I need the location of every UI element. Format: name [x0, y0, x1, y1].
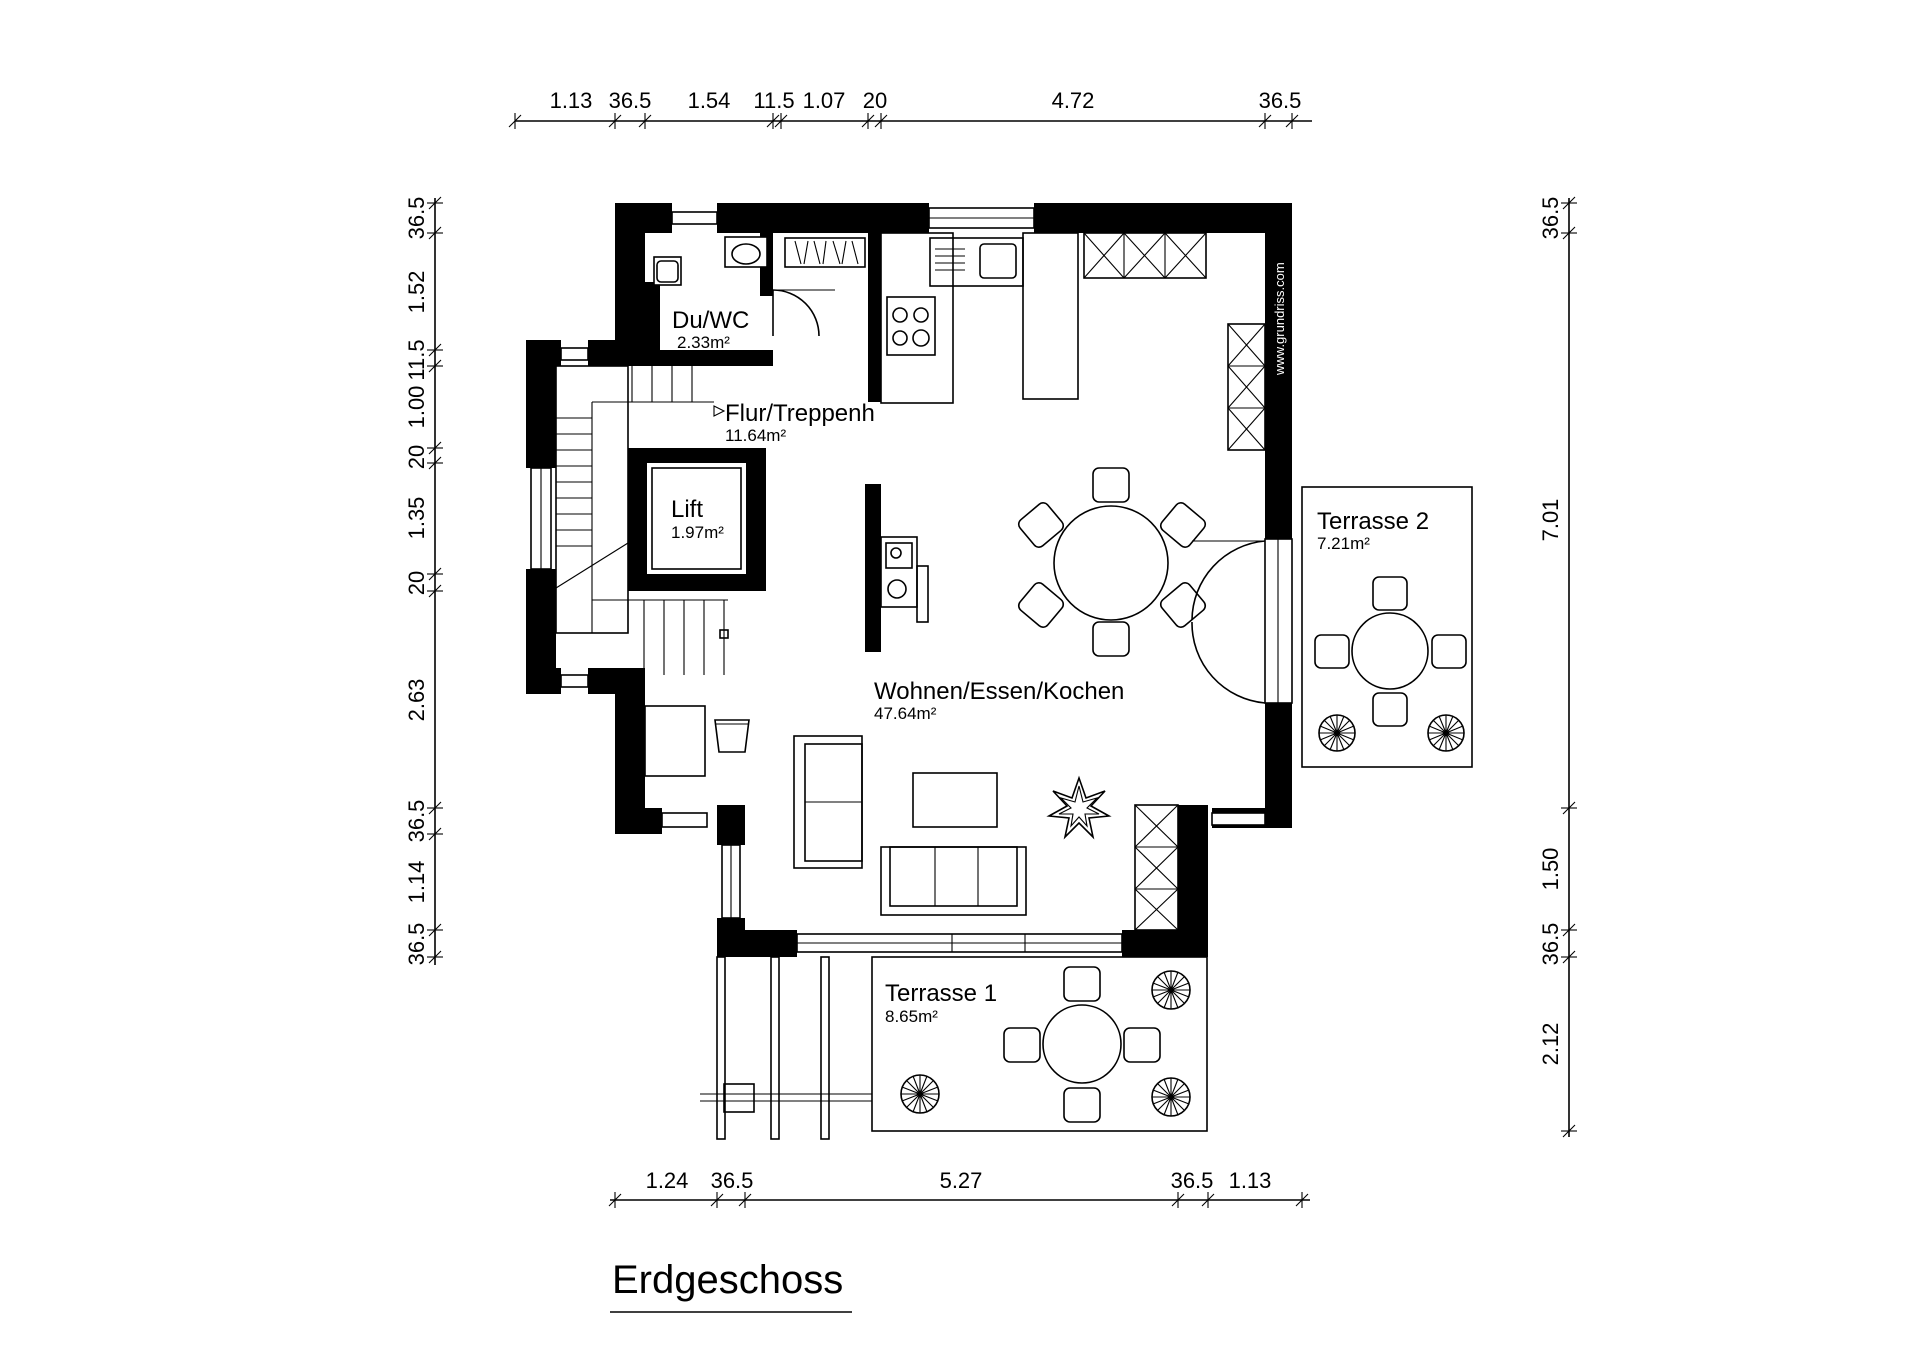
dim-left-5: 1.35	[404, 497, 429, 540]
wardrobe	[784, 237, 866, 268]
room-area-lift: 1.97m²	[671, 523, 724, 542]
dim-bottom-3: 36.5	[1171, 1168, 1214, 1193]
dimension-bottom: 1.24 36.5 5.27 36.5 1.13	[608, 1168, 1310, 1208]
dim-left-7: 2.63	[404, 679, 429, 722]
terrace-2-door	[1191, 540, 1266, 704]
room-name-terrasse1: Terrasse 1	[885, 980, 997, 1007]
dimension-top: 1.13 36.5 1.54 11.5 1.07 20 4.72 36.5	[508, 88, 1312, 129]
plan-title: Erdgeschoss	[612, 1258, 843, 1302]
room-area-terrasse2: 7.21m²	[1317, 534, 1370, 553]
room-labels: Du/WC 2.33m² Flur/Treppenh 11.64m² Lift …	[671, 307, 1429, 1026]
dimension-left: 36.5 1.52 11.5 1.00 20 1.35 20 2.63 36.5…	[404, 197, 443, 966]
dim-top-4: 1.07	[803, 88, 846, 113]
dim-top-7: 36.5	[1259, 88, 1302, 113]
dim-left-6: 20	[404, 571, 429, 595]
dim-left-10: 36.5	[404, 923, 429, 966]
room-name-lift: Lift	[671, 496, 703, 523]
bathroom-fixtures	[653, 236, 835, 337]
living-furniture	[644, 536, 1179, 931]
dim-left-0: 36.5	[404, 197, 429, 240]
room-name-wohnen: Wohnen/Essen/Kochen	[874, 678, 1124, 705]
dim-right-0: 36.5	[1538, 197, 1563, 240]
room-area-flur: 11.64m²	[725, 426, 786, 445]
dim-left-4: 20	[404, 445, 429, 469]
dim-bottom-2: 5.27	[940, 1168, 983, 1193]
dim-left-8: 36.5	[404, 800, 429, 843]
dim-top-6: 4.72	[1052, 88, 1095, 113]
windows	[530, 207, 1293, 953]
dining-set	[1017, 467, 1207, 657]
plant-icon	[1427, 714, 1465, 752]
dim-right-2: 1.50	[1538, 848, 1563, 891]
room-area-duwc: 2.33m²	[677, 333, 730, 352]
room-name-duwc: Du/WC	[672, 307, 749, 334]
dim-bottom-0: 1.24	[646, 1168, 689, 1193]
dim-left-3: 1.00	[404, 386, 429, 429]
plant-icon	[1151, 1077, 1191, 1117]
dim-right-1: 7.01	[1538, 499, 1563, 542]
dim-right-4: 2.12	[1538, 1023, 1563, 1066]
plant-icon	[900, 1074, 940, 1114]
plant-icon	[1046, 775, 1112, 840]
room-name-flur: Flur/Treppenh	[725, 400, 875, 427]
dim-top-5: 20	[863, 88, 887, 113]
dim-right-3: 36.5	[1538, 923, 1563, 966]
terrace-1-furniture	[900, 966, 1191, 1123]
room-area-wohnen: 47.64m²	[874, 704, 937, 723]
watermark: www.grundriss.com	[1272, 262, 1287, 376]
dim-left-1: 1.52	[404, 271, 429, 314]
staircase	[555, 365, 729, 675]
dim-left-9: 1.14	[404, 861, 429, 904]
dim-top-0: 1.13	[550, 88, 593, 113]
dim-bottom-4: 1.13	[1229, 1168, 1272, 1193]
pergola	[700, 956, 872, 1140]
dim-top-3: 11.5	[753, 88, 794, 113]
kitchen	[880, 232, 1266, 451]
dim-top-1: 36.5	[609, 88, 652, 113]
dimension-right: 36.5 7.01 1.50 36.5 2.12	[1538, 197, 1577, 1138]
walls	[526, 203, 1292, 957]
terrasse-2-area	[1301, 486, 1473, 768]
terrace-2-furniture	[1314, 576, 1467, 752]
room-area-terrasse1: 8.65m²	[885, 1007, 938, 1026]
dim-left-2: 11.5	[404, 339, 429, 380]
lift-cabin	[651, 467, 742, 570]
room-name-terrasse2: Terrasse 2	[1317, 508, 1429, 535]
terrasse-1-area	[871, 956, 1208, 1132]
plant-icon	[1151, 970, 1191, 1010]
dim-top-2: 1.54	[688, 88, 731, 113]
plant-icon	[1318, 714, 1356, 752]
dim-bottom-1: 36.5	[711, 1168, 754, 1193]
